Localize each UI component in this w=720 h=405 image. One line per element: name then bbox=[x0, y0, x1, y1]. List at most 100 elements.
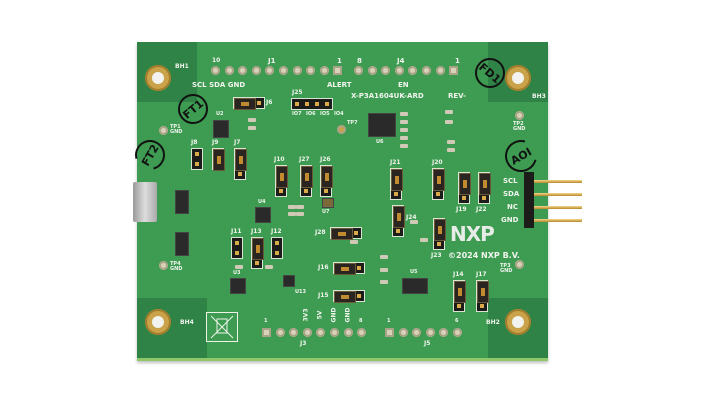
jumper-j8[interactable] bbox=[191, 148, 203, 170]
header-pad bbox=[398, 328, 408, 337]
chip-u5 bbox=[402, 278, 428, 294]
smd-component bbox=[400, 128, 408, 132]
header-pad bbox=[425, 328, 435, 337]
header-pad bbox=[306, 66, 316, 75]
j3-pin-last-label: 8 bbox=[359, 318, 363, 324]
jumper-shunt[interactable] bbox=[213, 149, 225, 171]
right-angle-header[interactable] bbox=[524, 172, 534, 228]
u3-label: U3 bbox=[233, 270, 241, 276]
usb-connector[interactable] bbox=[133, 182, 157, 222]
weee-recycling-icon bbox=[206, 312, 238, 342]
jumper-label-j17: J17 bbox=[476, 271, 487, 278]
smd-component bbox=[445, 110, 453, 114]
j25-pin-label: IO6 bbox=[306, 111, 316, 117]
smd-component bbox=[410, 220, 418, 224]
header-pad bbox=[381, 66, 391, 75]
bh4-label: BH4 bbox=[180, 319, 194, 326]
j4-label: J4 bbox=[397, 57, 405, 65]
header-pad bbox=[211, 66, 220, 75]
smd-component bbox=[296, 212, 304, 216]
diode-component bbox=[175, 232, 189, 256]
header-pad bbox=[289, 328, 299, 337]
header-pad bbox=[394, 66, 404, 75]
jumper-shunt[interactable] bbox=[433, 169, 445, 191]
copyright-label: ©2024 NXP B.V. bbox=[448, 251, 520, 260]
jumper-shunt[interactable] bbox=[234, 98, 256, 110]
j1-label: J1 bbox=[268, 57, 276, 65]
jumper-label-j11: J11 bbox=[231, 228, 242, 235]
smd-component bbox=[235, 265, 243, 269]
j3-label: J3 bbox=[300, 340, 307, 347]
u2-label: U2 bbox=[216, 111, 224, 117]
jumper-j11[interactable] bbox=[231, 237, 243, 259]
jumper-shunt[interactable] bbox=[235, 149, 247, 171]
j25-pin-label: IO5 bbox=[320, 111, 330, 117]
jumper-shunt[interactable] bbox=[321, 166, 333, 188]
jumper-label-j23: J23 bbox=[431, 252, 442, 259]
header-pad bbox=[302, 328, 312, 337]
jumper-shunt[interactable] bbox=[391, 169, 403, 191]
chip-u7 bbox=[322, 198, 334, 208]
header-pad bbox=[319, 66, 329, 75]
header-pad bbox=[275, 328, 285, 337]
jumper-shunt[interactable] bbox=[477, 281, 489, 303]
smd-component bbox=[445, 120, 453, 124]
u4-label: U4 bbox=[258, 199, 266, 205]
smd-component bbox=[296, 205, 304, 209]
test-point-tp7[interactable] bbox=[337, 125, 346, 134]
smd-component bbox=[447, 148, 455, 152]
jumper-shunt[interactable] bbox=[252, 238, 264, 260]
smd-component bbox=[380, 255, 388, 259]
gnd-pin-label: GND bbox=[501, 216, 519, 224]
jumper-shunt[interactable] bbox=[331, 228, 353, 240]
bh2-label: BH2 bbox=[486, 319, 500, 326]
header-pad bbox=[238, 66, 248, 75]
smd-component bbox=[420, 238, 428, 242]
jumper-shunt[interactable] bbox=[334, 263, 356, 275]
header-pad bbox=[224, 66, 234, 75]
header-pin bbox=[534, 219, 582, 222]
jumper-label-j24: J24 bbox=[406, 214, 417, 221]
header-pad bbox=[265, 66, 275, 75]
header-pad bbox=[279, 66, 288, 75]
header-pad bbox=[453, 328, 462, 337]
header-pin bbox=[534, 193, 582, 196]
jumper-label-j27: J27 bbox=[299, 156, 310, 163]
mounting-hole-bh2 bbox=[505, 309, 531, 335]
jumper-label-j19: J19 bbox=[456, 206, 467, 213]
header-pad bbox=[343, 328, 353, 337]
j3-3v3-label: 3V3 bbox=[302, 308, 310, 322]
test-point-tp2[interactable] bbox=[515, 111, 524, 120]
jumper-shunt[interactable] bbox=[393, 206, 405, 228]
smd-component bbox=[288, 212, 296, 216]
smd-component bbox=[380, 280, 388, 284]
u13-label: U13 bbox=[295, 289, 307, 295]
test-point-tp1[interactable] bbox=[159, 126, 168, 135]
chip-u6 bbox=[368, 113, 396, 137]
jumper-label-j28: J28 bbox=[315, 229, 326, 236]
jumper-shunt[interactable] bbox=[454, 281, 466, 303]
header-pad bbox=[357, 328, 367, 337]
jumper-shunt[interactable] bbox=[479, 173, 491, 195]
jumper-label-j12: J12 bbox=[271, 228, 282, 235]
smd-component bbox=[380, 268, 388, 272]
alert-label: ALERT bbox=[327, 81, 352, 89]
test-point-tp3[interactable] bbox=[515, 260, 524, 269]
jumper-shunt[interactable] bbox=[459, 173, 471, 195]
jumper-shunt[interactable] bbox=[276, 166, 288, 188]
header-pad bbox=[422, 66, 431, 75]
header-j25[interactable] bbox=[291, 98, 333, 110]
j3-gnd-label: GND bbox=[330, 307, 338, 323]
jumper-shunt[interactable] bbox=[434, 219, 446, 241]
smd-component bbox=[400, 136, 408, 140]
jumper-shunt[interactable] bbox=[334, 291, 356, 303]
header-pad bbox=[449, 66, 459, 75]
tp1-label: TP1 GND bbox=[170, 124, 183, 135]
mounting-hole-bh4 bbox=[145, 309, 171, 335]
chip-u4 bbox=[255, 207, 271, 223]
jumper-shunt[interactable] bbox=[301, 166, 313, 188]
board-name-label: X-P3A1604UK-ARD bbox=[351, 92, 424, 100]
jumper-j12[interactable] bbox=[271, 237, 283, 259]
jumper-label-j22: J22 bbox=[476, 206, 487, 213]
test-point-tp4[interactable] bbox=[159, 261, 168, 270]
